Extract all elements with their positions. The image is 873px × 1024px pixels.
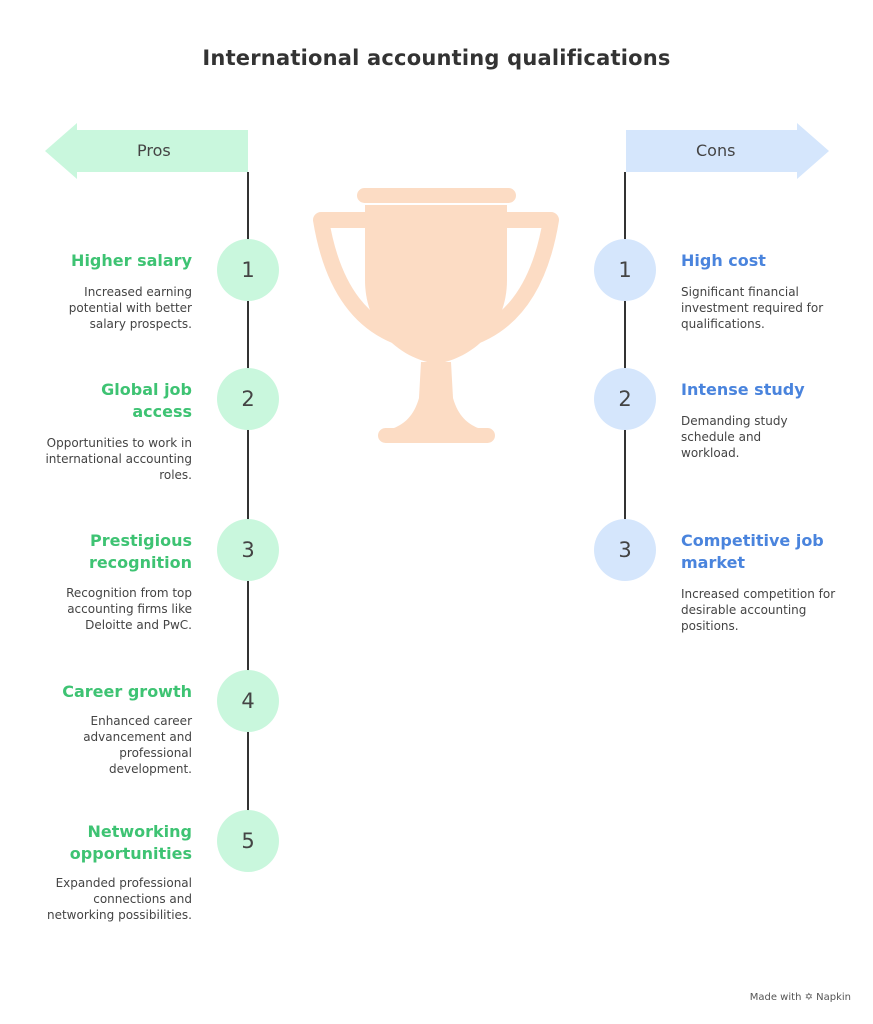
pros-desc-4: Enhanced career advancement and professi… xyxy=(83,714,192,776)
cons-number-2: 2 xyxy=(594,368,656,430)
pros-number-5: 5 xyxy=(217,810,279,872)
cons-title-2: Intense study xyxy=(681,380,805,399)
cons-banner: Cons xyxy=(626,123,829,179)
pros-desc-3: Recognition from top accounting firms li… xyxy=(66,586,192,632)
arrow-right-icon xyxy=(626,123,829,179)
cons-desc-3: Increased competition for desirable acco… xyxy=(681,587,836,633)
cons-label: Cons xyxy=(696,141,736,160)
pros-title-5: Networking opportunities xyxy=(69,822,192,863)
cons-desc-2: Demanding study schedule and workload. xyxy=(681,414,788,460)
pros-number-1: 1 xyxy=(217,239,279,301)
pros-number-4: 4 xyxy=(217,670,279,732)
pros-title-4: Career growth xyxy=(62,682,192,701)
pros-title-1: Higher salary xyxy=(71,251,192,270)
pros-desc-2: Opportunities to work in international a… xyxy=(45,436,192,482)
pros-desc-1: Increased earning potential with better … xyxy=(68,285,192,331)
pros-number-2: 2 xyxy=(217,368,279,430)
cons-number-1: 1 xyxy=(594,239,656,301)
pros-banner: Pros xyxy=(45,123,248,179)
cons-title-1: High cost xyxy=(681,251,766,270)
pros-desc-5: Expanded professional connections and ne… xyxy=(46,876,192,922)
cons-title-3: Competitive job market xyxy=(681,531,824,572)
pros-title-2: Global job access xyxy=(101,380,192,421)
made-with-napkin-credit: Made with ✡ Napkin xyxy=(749,992,851,1003)
cons-connector-line xyxy=(624,172,626,550)
diagram-title: International accounting qualifications xyxy=(202,46,671,70)
trophy-icon xyxy=(313,188,559,443)
pros-label: Pros xyxy=(137,141,171,160)
cons-number-3: 3 xyxy=(594,519,656,581)
pros-number-3: 3 xyxy=(217,519,279,581)
pros-connector-line xyxy=(247,172,249,840)
pros-title-3: Prestigious recognition xyxy=(88,531,192,572)
cons-desc-1: Significant financial investment require… xyxy=(681,285,824,331)
arrow-left-icon xyxy=(45,123,248,179)
